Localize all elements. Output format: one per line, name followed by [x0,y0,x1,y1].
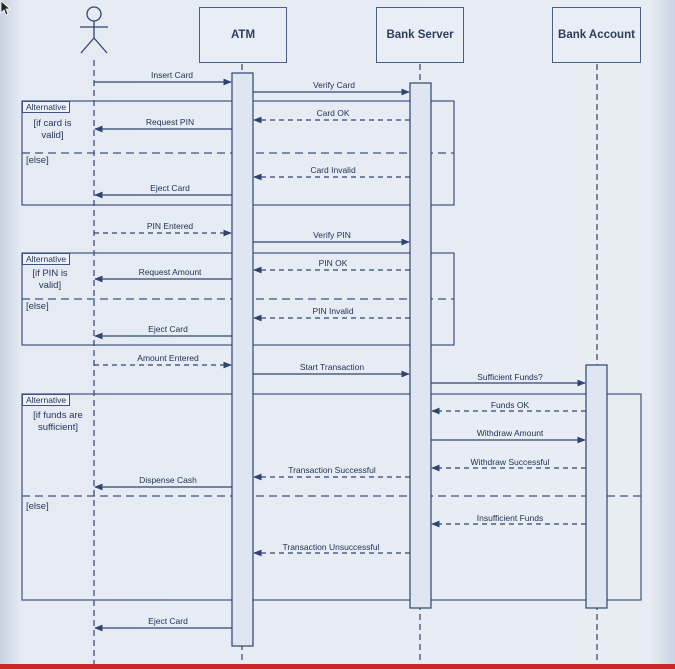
label-start-transaction: Start Transaction [299,362,365,372]
label-withdraw-amount: Withdraw Amount [476,428,544,438]
label-transaction-successful: Transaction Successful [288,465,376,475]
activation-bank-account [585,364,608,609]
fragment-funds-check [21,393,642,601]
actor-user-icon [80,6,108,54]
label-pin-ok: PIN OK [318,258,348,268]
label-withdraw-successful: Withdraw Successful [470,457,550,467]
participant-bank-account: Bank Account [552,7,641,63]
label-pin-invalid: PIN Invalid [312,306,354,316]
bottom-accent-bar [0,664,675,669]
label-verify-card: Verify Card [312,80,356,90]
fragment-pin-tag: Alternative [22,253,71,265]
activation-bank-server [409,82,432,609]
label-request-pin: Request PIN [145,117,195,127]
mouse-cursor-icon [0,0,12,16]
fragment-funds-guard-else: [else] [26,501,49,512]
label-eject-card-3: Eject Card [148,616,188,626]
label-eject-card-1: Eject Card [150,183,190,193]
fragment-pin-guard-if: [if PIN is valid] [32,268,68,291]
label-pin-entered: PIN Entered [146,221,194,231]
fragment-card-guard-if: [if card is valid] [33,118,72,141]
activation-atm [231,72,254,647]
label-funds-ok: Funds OK [490,400,530,410]
participant-bank-server: Bank Server [376,7,464,63]
label-insufficient-funds: Insufficient Funds [476,513,544,523]
label-transaction-unsuccessful: Transaction Unsuccessful [282,542,380,552]
fragment-card-guard-else: [else] [26,155,49,166]
label-sufficient-funds: Sufficient Funds? [477,372,543,382]
fragment-pin-guard-else: [else] [26,301,49,312]
fragment-funds-guard-if: [if funds are sufficient] [33,410,83,433]
label-request-amount: Request Amount [138,267,202,277]
label-verify-pin: Verify PIN [313,230,351,240]
label-amount-entered: Amount Entered [137,353,199,363]
label-card-invalid: Card Invalid [310,165,356,175]
label-eject-card-2: Eject Card [148,324,188,334]
label-dispense-cash: Dispense Cash [139,475,197,485]
fragment-card-tag: Alternative [22,101,71,113]
label-insert-card: Insert Card [150,70,194,80]
fragment-funds-tag: Alternative [22,394,71,406]
label-card-ok: Card OK [316,108,350,118]
participant-atm: ATM [199,7,287,63]
